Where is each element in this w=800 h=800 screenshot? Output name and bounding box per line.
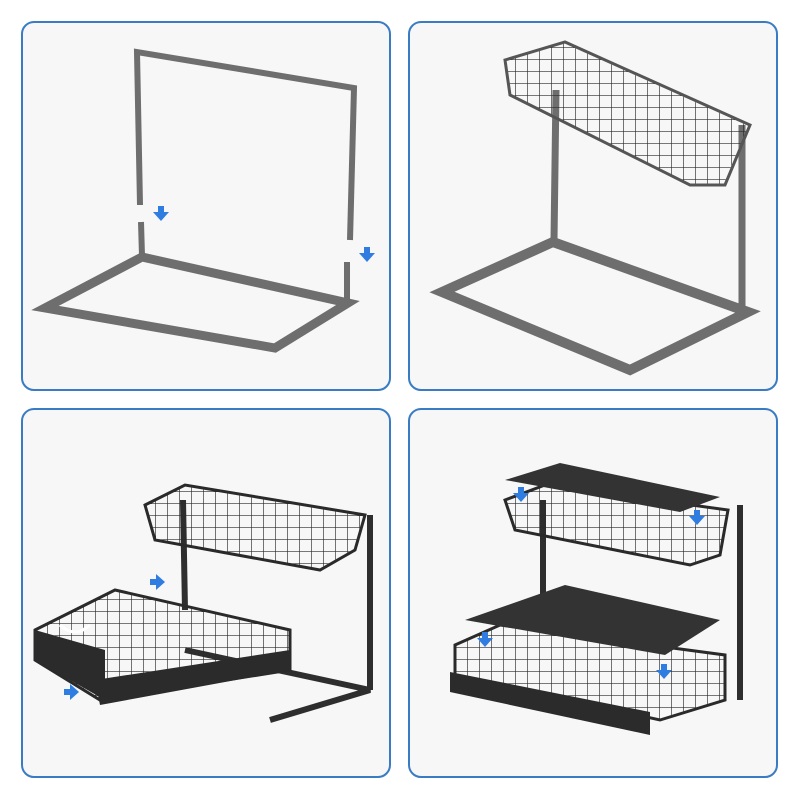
arrow-down-icon [359,247,375,262]
drawer-basket [33,588,292,705]
top-basket [143,483,367,572]
top-basket [503,40,752,187]
step-3-panel [21,408,391,778]
arrow-right-icon [150,574,165,590]
arrow-down-icon [153,206,169,221]
frame-step-1 [31,48,360,353]
drawer-with-liner [450,585,727,735]
top-basket-with-liner [503,463,730,567]
